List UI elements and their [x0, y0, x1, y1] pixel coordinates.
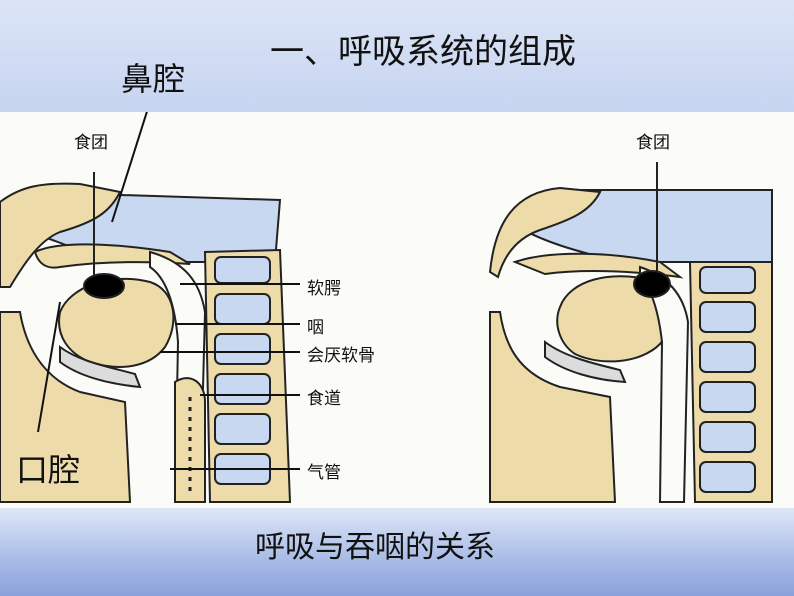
caption: 呼吸与吞咽的关系 — [255, 530, 495, 565]
title-band — [0, 0, 794, 112]
left-hyoid — [59, 345, 142, 389]
esophagus-label: 食道 — [307, 389, 341, 409]
left-skull-tissue — [0, 182, 122, 288]
oral-cavity-label: 口腔 — [16, 451, 81, 489]
soft-palate-label: 软腭 — [307, 279, 341, 299]
caption-band — [0, 508, 794, 596]
left-bolus — [83, 273, 125, 299]
right-palate — [512, 252, 684, 279]
trachea-label: 气管 — [307, 463, 341, 483]
page-title: 一、呼吸系统的组成 — [270, 32, 576, 72]
nasal-cavity-label: 鼻腔 — [121, 60, 186, 98]
left-pointer-lines — [37, 112, 300, 470]
epiglottis-label: 会厌软骨 — [307, 346, 375, 366]
right-skull-tissue — [488, 186, 602, 279]
left-head-section — [0, 172, 292, 503]
bolus-label-left: 食团 — [74, 133, 108, 153]
right-bolus — [633, 270, 671, 298]
pharynx-label: 咽 — [307, 318, 324, 338]
respiration-swallowing-diagram — [0, 112, 773, 503]
left-jaw — [0, 311, 132, 503]
bolus-label-right: 食团 — [636, 133, 670, 153]
right-jaw — [489, 311, 617, 503]
right-head-section — [488, 162, 773, 503]
right-hyoid — [544, 340, 627, 384]
